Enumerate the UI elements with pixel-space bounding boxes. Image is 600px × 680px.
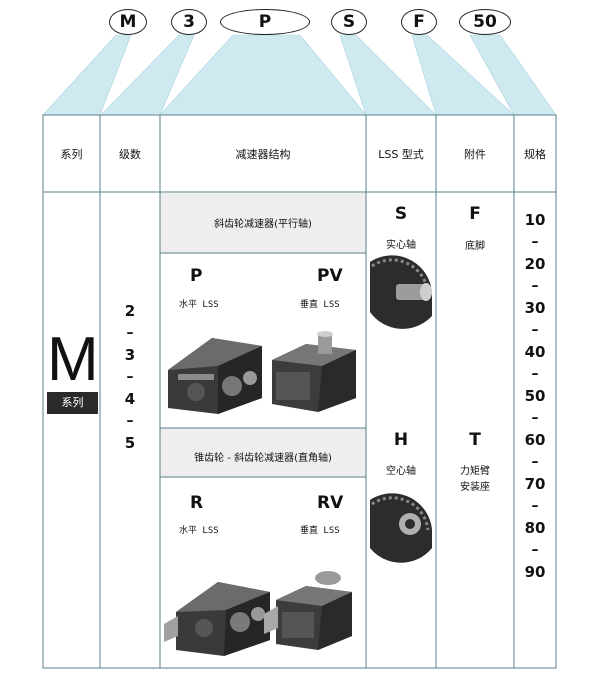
right-angle-title: 锥齿轮 - 斜齿轮减速器(直角轴) <box>194 453 332 464</box>
size-value: 10 <box>524 211 546 229</box>
stage-value: 4 <box>124 390 136 408</box>
size-value: 20 <box>524 255 546 273</box>
series-label: 系列 <box>47 392 98 414</box>
fan-connectors <box>42 34 557 116</box>
code-pill-structure: P <box>220 9 310 35</box>
sizes-list: 10 – 20 – 30 – 40 – 50 – 60 – 70 – 80 – … <box>514 209 556 583</box>
size-value: 60 <box>524 431 546 449</box>
header-stages: 级数 <box>119 148 141 161</box>
code-pill-lss: S <box>331 9 367 35</box>
lss-h-code: H <box>393 430 409 450</box>
hollow-shaft-image <box>370 493 432 563</box>
size-separator: – <box>531 366 539 382</box>
table-grid <box>42 114 557 669</box>
header-series: 系列 <box>60 148 83 161</box>
size-separator: – <box>531 410 539 426</box>
size-separator: – <box>531 454 539 470</box>
solid-shaft-image <box>370 255 433 329</box>
accessory-f-desc: 底脚 <box>465 241 485 252</box>
lss-s-desc: 实心轴 <box>386 240 416 251</box>
size-value: 70 <box>524 475 546 493</box>
type-r-desc: 水平 LSS <box>179 526 219 536</box>
lss-s-code: S <box>394 204 408 224</box>
stage-separator: – <box>126 369 134 385</box>
gearbox-rv-image <box>264 571 352 650</box>
accessory-t-code: T <box>469 430 481 450</box>
code-pill-spec: 50 <box>459 9 511 35</box>
gearbox-p-image <box>168 338 262 414</box>
parallel-title-band <box>160 193 366 253</box>
type-pv-code: PV <box>317 266 343 286</box>
gearbox-pv-image <box>272 331 356 412</box>
gearbox-r-image <box>164 582 270 656</box>
size-separator: – <box>531 542 539 558</box>
header-accessory: 附件 <box>464 148 486 161</box>
type-p-desc: 水平 LSS <box>179 300 219 310</box>
code-pill-stages: 3 <box>171 9 207 35</box>
size-value: 90 <box>524 563 546 581</box>
header-spec: 规格 <box>524 148 546 161</box>
stage-value: 2 <box>124 302 136 320</box>
series-letter: M <box>47 325 99 394</box>
header-structure: 减速器结构 <box>235 148 291 161</box>
type-r-code: R <box>190 493 204 513</box>
stage-value: 3 <box>124 346 136 364</box>
accessory-t-desc-line2: 安装座 <box>460 482 490 493</box>
type-rv-desc: 垂直 LSS <box>300 526 340 536</box>
size-separator: – <box>531 234 539 250</box>
type-p-code: P <box>190 266 203 286</box>
accessory-f-code: F <box>469 204 481 224</box>
lss-h-desc: 空心轴 <box>386 466 416 477</box>
size-separator: – <box>531 498 539 514</box>
type-rv-code: RV <box>317 493 344 513</box>
size-separator: – <box>531 322 539 338</box>
series-block: M 系列 <box>47 325 99 414</box>
stage-separator: – <box>126 413 134 429</box>
code-pill-series: M <box>109 9 147 35</box>
size-value: 40 <box>524 343 546 361</box>
size-value: 80 <box>524 519 546 537</box>
stages-list: 2 – 3 – 4 – 5 <box>100 300 160 454</box>
fan-structure <box>159 34 367 116</box>
right-angle-title-band <box>160 428 366 477</box>
size-value: 30 <box>524 299 546 317</box>
stage-value: 5 <box>124 434 136 452</box>
parallel-shaft-title: 斜齿轮减速器(平行轴) <box>214 219 312 230</box>
header-lss: LSS 型式 <box>378 148 424 161</box>
size-separator: – <box>531 278 539 294</box>
accessory-t-desc-line1: 力矩臂 <box>460 466 490 477</box>
type-pv-desc: 垂直 LSS <box>300 300 340 310</box>
stage-separator: – <box>126 325 134 341</box>
code-pill-accessory: F <box>401 9 437 35</box>
size-value: 50 <box>524 387 546 405</box>
